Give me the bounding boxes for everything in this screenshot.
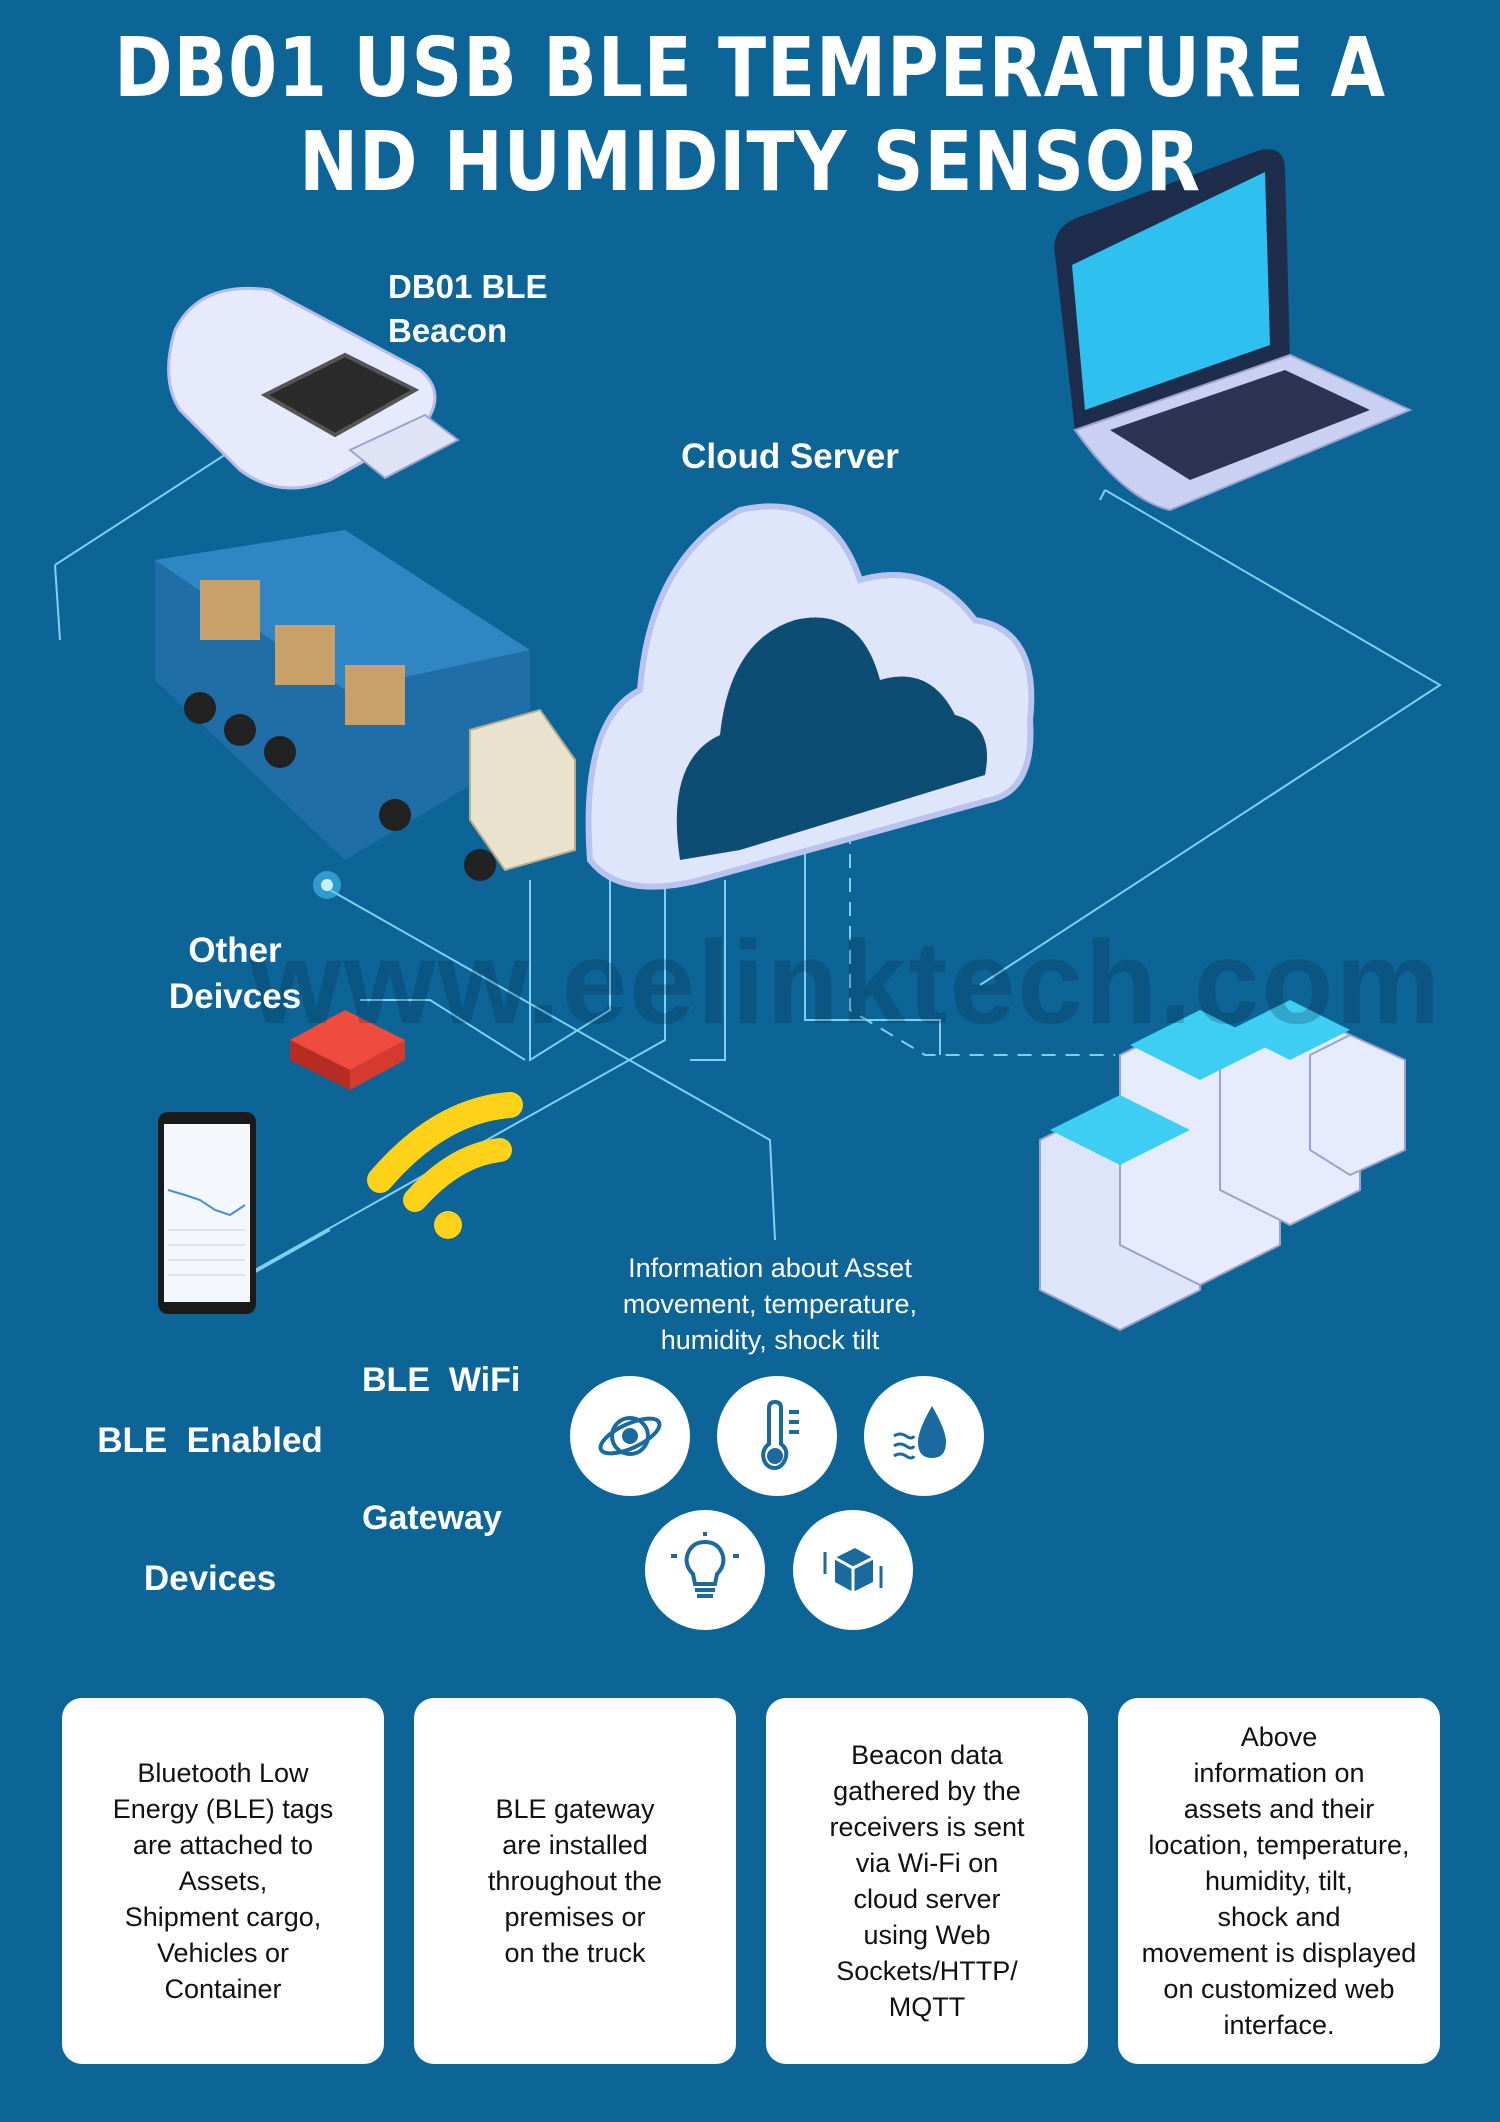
beacon-label: DB01 BLE Beacon xyxy=(388,265,548,353)
connection-line xyxy=(54,444,241,566)
wifi-symbol-illustration xyxy=(367,1092,523,1239)
info-description: Information about Asset movement, temper… xyxy=(560,1250,980,1358)
card-text: Above information on assets and their lo… xyxy=(1142,1719,1417,2043)
label-line: Devices xyxy=(143,1559,277,1598)
glow-dot-core xyxy=(321,879,333,891)
title-line: ND HUMIDITY SENSOR xyxy=(299,115,1201,210)
connection-line xyxy=(529,830,611,1062)
page-title: DB01 USB BLE TEMPERATURE A ND HUMIDITY S… xyxy=(105,22,1395,210)
card-line: on the truck xyxy=(504,1938,646,1968)
smartphone-illustration xyxy=(158,1112,256,1314)
card-line: premises or xyxy=(504,1902,646,1932)
card-line: on customized web xyxy=(1163,1974,1395,2004)
info-line: Information about Asset xyxy=(628,1253,912,1283)
card-text: Bluetooth Low Energy (BLE) tags are atta… xyxy=(113,1755,334,2007)
connection-line xyxy=(979,489,1442,986)
card-text: Beacon data gathered by the receivers is… xyxy=(829,1737,1024,2025)
info-line: movement, temperature, xyxy=(622,1289,918,1319)
card-line: Container xyxy=(164,1974,282,2004)
card-line: gathered by the xyxy=(833,1776,1021,1806)
card-line: Shipment cargo, xyxy=(124,1902,322,1932)
card-line: Vehicles or xyxy=(156,1938,290,1968)
card-line: shock and xyxy=(1217,1902,1341,1932)
label-line: Other xyxy=(188,931,282,970)
movement-icon xyxy=(570,1376,690,1496)
connection-line xyxy=(804,820,941,1055)
info-line: humidity, shock tilt xyxy=(660,1325,880,1355)
card-line: via Wi-Fi on xyxy=(855,1848,999,1878)
card-line: BLE gateway xyxy=(495,1794,655,1824)
connection-line xyxy=(690,880,726,1061)
cloud-server-illustration xyxy=(585,503,1035,890)
card-text: BLE gateway are installed throughout the… xyxy=(488,1791,662,1971)
card-line: Bluetooth Low xyxy=(137,1758,309,1788)
connection-line xyxy=(360,999,526,1061)
connection-line xyxy=(1099,489,1106,501)
light-bulb-icon xyxy=(645,1510,765,1630)
connection-line xyxy=(849,830,1115,1056)
connection-line xyxy=(249,1229,331,1276)
card-line: Assets, xyxy=(178,1866,268,1896)
card-line: cloud server xyxy=(853,1884,1001,1914)
card-line: throughout the xyxy=(487,1866,663,1896)
red-device-illustration xyxy=(290,1010,405,1090)
card-line: Sockets/HTTP/ xyxy=(836,1956,1018,1986)
connection-line xyxy=(329,889,776,1241)
info-card: Bluetooth Low Energy (BLE) tags are atta… xyxy=(62,1698,384,2064)
title-line: DB01 USB BLE TEMPERATURE A xyxy=(114,21,1386,116)
connection-line xyxy=(54,564,61,641)
thermometer-icon xyxy=(717,1376,837,1496)
info-card: Above information on assets and their lo… xyxy=(1118,1698,1440,2064)
card-line: movement is displayed xyxy=(1141,1938,1417,1968)
usb-beacon-illustration xyxy=(167,286,460,490)
card-line: receivers is sent xyxy=(829,1812,1025,1842)
gateway-label: BLE WiFi Gateway xyxy=(362,1265,520,1587)
label-line: BLE WiFi xyxy=(362,1361,521,1399)
label-line: Beacon xyxy=(388,312,508,349)
watermark: www.eelinktech.com xyxy=(250,917,1443,1049)
other-devices-label: Other Deivces xyxy=(150,928,320,1020)
laptop-illustration xyxy=(1054,149,1413,512)
info-card: Beacon data gathered by the receivers is… xyxy=(766,1698,1088,2064)
server-stack-illustration xyxy=(1039,1000,1406,1332)
card-line: using Web xyxy=(863,1920,991,1950)
card-line: assets and their xyxy=(1183,1794,1375,1824)
card-line: interface. xyxy=(1223,2010,1335,2040)
card-line: Energy (BLE) tags xyxy=(112,1794,334,1824)
cloud-server-label: Cloud Server xyxy=(681,437,899,476)
card-line: location, temperature, xyxy=(1148,1830,1410,1860)
label-line: BLE Enabled xyxy=(97,1421,323,1460)
card-line: humidity, tilt, xyxy=(1204,1866,1354,1896)
card-line: Above xyxy=(1240,1722,1318,1752)
card-line: are installed xyxy=(502,1830,648,1860)
card-line: are attached to xyxy=(132,1830,314,1860)
truck-illustration xyxy=(155,530,576,881)
ble-devices-label: BLE Enabled Devices xyxy=(80,1326,340,1648)
humidity-icon xyxy=(864,1376,984,1496)
connection-line xyxy=(254,865,666,1271)
card-line: information on xyxy=(1193,1758,1365,1788)
card-line: MQTT xyxy=(888,1992,966,2022)
info-card: BLE gateway are installed throughout the… xyxy=(414,1698,736,2064)
label-line: DB01 BLE xyxy=(388,268,548,305)
label-line: Gateway xyxy=(362,1499,502,1537)
package-icon xyxy=(793,1510,913,1630)
card-line: Beacon data xyxy=(851,1740,1003,1770)
label-line: Deivces xyxy=(168,977,302,1016)
